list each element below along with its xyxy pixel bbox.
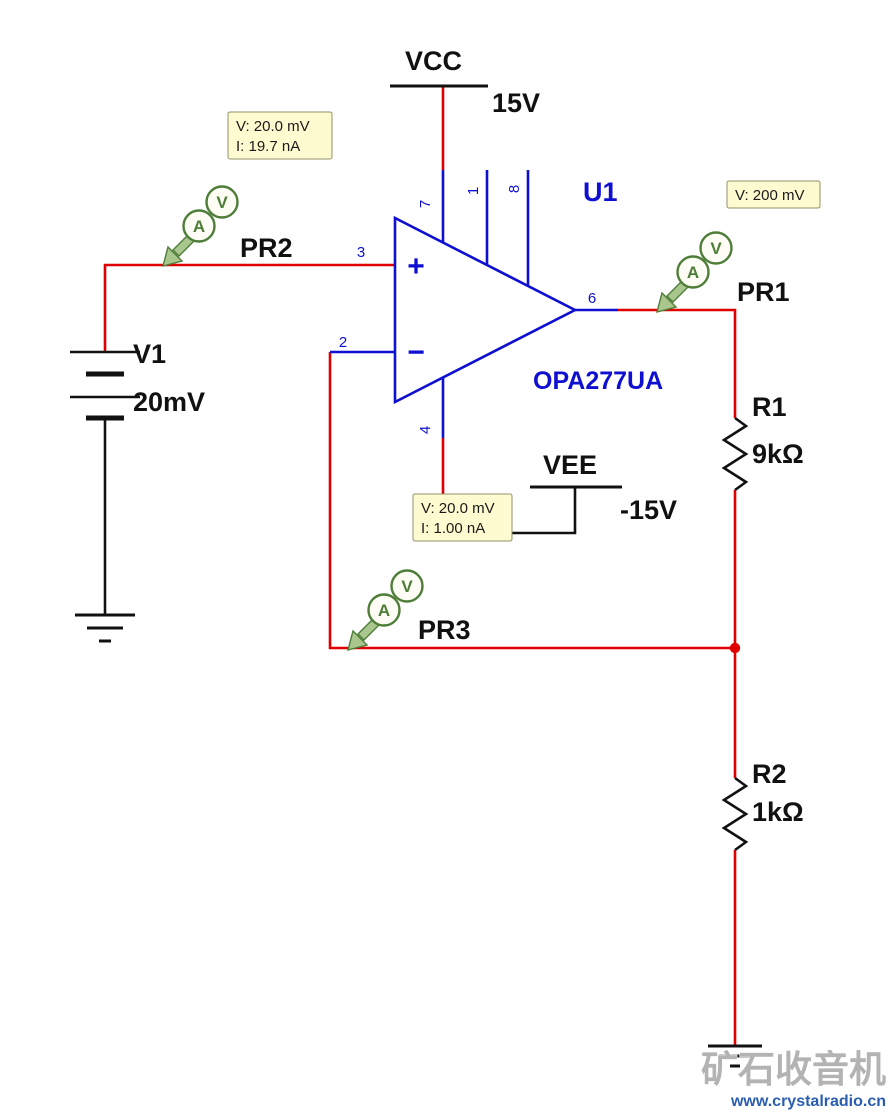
opamp-triangle[interactable]: [393, 215, 578, 405]
ground-right[interactable]: [708, 1044, 762, 1068]
r1-zigzag[interactable]: [721, 416, 749, 492]
watermark: 矿石收音机 www.crystalradio.cn: [701, 1049, 887, 1111]
pin-number-7: 7: [417, 200, 434, 208]
vee-label: VEE: [543, 450, 597, 480]
pin-number-4: 4: [417, 426, 434, 434]
probe-arrow-icon: [656, 291, 678, 313]
ammeter-letter: A: [193, 217, 205, 236]
vcc-value: 15V: [492, 88, 540, 118]
inverting-minus-sign: −: [407, 336, 425, 369]
pin-number-2: 2: [339, 334, 347, 351]
ammeter-circle-icon: [182, 209, 216, 243]
voltmeter-circle-icon: [699, 231, 733, 265]
probe-pr1-symbol[interactable]: A V: [656, 231, 733, 313]
wire-vee-stub[interactable]: [505, 487, 577, 535]
v1-value: 20mV: [133, 387, 205, 417]
callout-box[interactable]: [412, 493, 513, 542]
probe-arrow-icon: [347, 629, 369, 651]
probe-arrow-icon: [162, 245, 184, 267]
power-vcc[interactable]: VCC 15V: [390, 46, 540, 118]
resistor-r1[interactable]: R1 9kΩ: [721, 392, 804, 492]
probe-pr3-current: I: 1.00 nA: [421, 520, 485, 537]
opamp-part-number: OPA277UA: [533, 367, 663, 395]
probe-pr2-label: PR2: [240, 233, 293, 263]
ammeter-letter: A: [687, 263, 699, 282]
r1-value: 9kΩ: [752, 439, 804, 469]
probe-pr1[interactable]: A V PR1 V: 200 mV: [656, 180, 821, 313]
voltmeter-circle-icon: [390, 569, 424, 603]
resistor-r2[interactable]: R2 1kΩ: [721, 759, 804, 852]
probe-pr1-label: PR1: [737, 277, 790, 307]
ammeter-circle-icon: [676, 255, 710, 289]
probe-pr3-callout[interactable]: V: 20.0 mV I: 1.00 nA: [412, 493, 513, 542]
voltmeter-letter: V: [401, 577, 413, 596]
v1-designator: V1: [133, 339, 166, 369]
probe-pr2-symbol[interactable]: A V: [162, 185, 239, 267]
vcc-label: VCC: [405, 46, 462, 76]
callout-box[interactable]: [227, 111, 333, 160]
probe-pr3[interactable]: A V PR3 V: 20.0 mV I: 1.00 nA: [347, 493, 513, 651]
probe-pr2-current: I: 19.7 nA: [236, 138, 300, 155]
wire-junction-dot: [729, 642, 741, 654]
probe-pr1-callout[interactable]: V: 200 mV: [726, 180, 821, 209]
watermark-title: 矿石收音机: [701, 1049, 886, 1090]
probe-pr3-voltage: V: 20.0 mV: [421, 500, 495, 517]
watermark-url: www.crystalradio.cn: [730, 1093, 886, 1110]
pin-number-3: 3: [357, 244, 365, 261]
probe-pr1-voltage: V: 200 mV: [735, 187, 804, 204]
probe-pr2-callout[interactable]: V: 20.0 mV I: 19.7 nA: [227, 111, 333, 160]
wire-output-to-r1[interactable]: [618, 308, 737, 418]
probe-pr3-symbol[interactable]: A V: [347, 569, 424, 651]
probe-pr2-voltage: V: 20.0 mV: [236, 118, 310, 135]
source-v1[interactable]: V1 20mV: [70, 339, 205, 421]
r2-zigzag[interactable]: [721, 776, 749, 852]
voltmeter-circle-icon: [205, 185, 239, 219]
vee-value: -15V: [620, 495, 677, 525]
power-vee[interactable]: VEE -15V: [530, 450, 677, 525]
opamp-designator: U1: [583, 177, 618, 207]
callout-box[interactable]: [726, 180, 821, 209]
probe-pr2[interactable]: A V PR2 V: 20.0 mV I: 19.7 nA: [162, 111, 333, 267]
ammeter-circle-icon: [367, 593, 401, 627]
noninverting-plus-sign: +: [407, 250, 425, 283]
wire-v1-to-pin3[interactable]: [103, 263, 395, 352]
pin-number-6: 6: [588, 290, 596, 307]
r2-designator: R2: [752, 759, 787, 789]
probe-pr3-label: PR3: [418, 615, 471, 645]
wire-feedback[interactable]: [328, 352, 735, 650]
opamp-u1[interactable]: + − 3 2 6 7 1 8 4 U1 OPA277UA: [330, 170, 663, 438]
r2-value: 1kΩ: [752, 797, 804, 827]
pin-number-1: 1: [465, 187, 482, 195]
voltmeter-letter: V: [216, 193, 228, 212]
r1-designator: R1: [752, 392, 787, 422]
ammeter-letter: A: [378, 601, 390, 620]
pin-number-8: 8: [506, 185, 523, 193]
ground-left[interactable]: [75, 613, 135, 643]
voltmeter-letter: V: [710, 239, 722, 258]
